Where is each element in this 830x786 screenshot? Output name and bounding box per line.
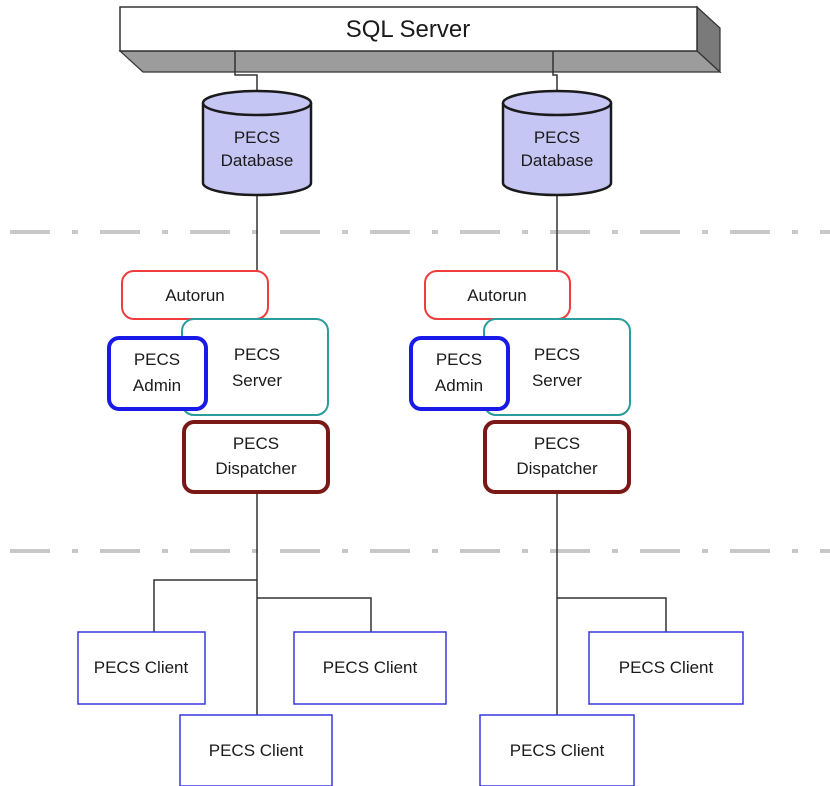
dispatcher-label-line1: PECS bbox=[233, 434, 279, 453]
stack-1: PECS Database Autorun PECS Server PECS A… bbox=[77, 89, 447, 786]
admin-box bbox=[107, 336, 208, 411]
server-label-line1: PECS bbox=[234, 345, 280, 364]
client-box bbox=[77, 631, 206, 705]
database-label-line1: PECS bbox=[234, 128, 280, 147]
dispatcher-label-line2: Dispatcher bbox=[516, 459, 598, 478]
stack-2: PECS Database Autorun PECS Server PECS A… bbox=[409, 89, 744, 786]
dispatcher-box bbox=[182, 420, 330, 494]
client-label: PECS Client bbox=[619, 658, 714, 677]
database-cylinder: PECS Database bbox=[501, 89, 613, 197]
client-label: PECS Client bbox=[510, 741, 605, 760]
autorun-label: Autorun bbox=[165, 286, 225, 305]
client-label: PECS Client bbox=[209, 741, 304, 760]
client-box bbox=[588, 631, 744, 705]
client-box bbox=[479, 714, 635, 786]
client-label: PECS Client bbox=[94, 658, 189, 677]
admin-label-line1: PECS bbox=[436, 350, 482, 369]
database-label-line2: Database bbox=[521, 151, 594, 170]
autorun-label: Autorun bbox=[467, 286, 527, 305]
dispatcher-label-line1: PECS bbox=[534, 434, 580, 453]
dispatcher-box bbox=[483, 420, 631, 494]
client-label: PECS Client bbox=[323, 658, 418, 677]
database-cylinder: PECS Database bbox=[201, 89, 313, 197]
dispatcher-label-line2: Dispatcher bbox=[215, 459, 297, 478]
sql-server-label: SQL Server bbox=[346, 16, 471, 43]
admin-label-line2: Admin bbox=[133, 376, 181, 395]
admin-box bbox=[409, 336, 510, 411]
admin-label-line1: PECS bbox=[134, 350, 180, 369]
database-label-line2: Database bbox=[221, 151, 294, 170]
server-label-line1: PECS bbox=[534, 345, 580, 364]
sql-server-bar: SQL Server bbox=[118, 5, 722, 74]
admin-label-line2: Admin bbox=[435, 376, 483, 395]
database-label-line1: PECS bbox=[534, 128, 580, 147]
connectors-stack-1 bbox=[153, 51, 372, 715]
client-box bbox=[179, 714, 333, 786]
client-box bbox=[293, 631, 447, 705]
server-label-line2: Server bbox=[232, 371, 282, 390]
server-label-line2: Server bbox=[532, 371, 582, 390]
